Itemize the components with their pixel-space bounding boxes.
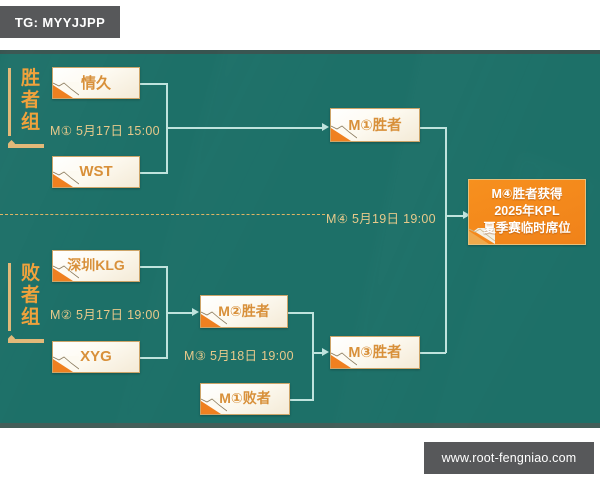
final-prize-line-3: 夏季赛临时席位 — [483, 220, 571, 235]
connector-losers-to-m2 — [166, 312, 192, 314]
team-box-klg[interactable]: 深圳KLG — [52, 250, 140, 282]
match-m4-caption: M④ 5月19日 19:00 — [326, 212, 436, 226]
torn-edge-icon — [53, 171, 79, 187]
match-m1-caption: M① 5月17日 15:00 — [50, 124, 160, 138]
connector-xyg-horizontal — [140, 357, 167, 359]
torn-edge-icon — [53, 82, 79, 98]
torn-edge-icon — [469, 228, 495, 244]
winners-label-char-3: 组 — [20, 112, 41, 133]
corner-fold-icon — [331, 125, 357, 141]
losers-label-vertical-bar — [8, 263, 11, 331]
background-texture-2 — [104, 50, 436, 428]
losers-label-underline — [8, 339, 44, 343]
winners-label-underline — [8, 144, 44, 148]
winners-label-vertical-bar — [8, 68, 11, 136]
connector-m1loser-out — [290, 399, 313, 401]
corner-fold-icon — [469, 228, 495, 244]
site-watermark-label: www.root-fengniao.com — [441, 451, 577, 465]
team-box-klg-label: 深圳KLG — [67, 257, 125, 273]
arrow-into-final-prize — [463, 211, 470, 219]
torn-edge-icon — [53, 356, 79, 372]
corner-fold-icon — [331, 352, 357, 368]
bracket-divider — [0, 214, 325, 215]
connector-wst-horizontal — [140, 172, 167, 174]
torn-edge-icon — [331, 352, 357, 368]
final-prize-line-1: M④胜者获得 — [491, 186, 563, 201]
connector-final-to-prize — [445, 215, 467, 217]
result-box-m1-loser-label: M①败者 — [219, 390, 271, 406]
result-box-m3-winner[interactable]: M③胜者 — [330, 336, 420, 369]
team-box-xyg[interactable]: XYG — [52, 341, 140, 373]
losers-label-char-3: 组 — [20, 307, 41, 328]
arrow-into-m1-winner — [322, 123, 329, 131]
connector-m2winner-out — [288, 312, 313, 314]
losers-bracket-label: 败 者 组 — [8, 263, 48, 343]
bracket-stage: 胜 者 组 败 者 组 M① 5月17日 15:00 M② 5月17日 19:0… — [0, 50, 600, 428]
result-box-m3-winner-label: M③胜者 — [348, 345, 402, 361]
stage-bottom-strip — [0, 423, 600, 428]
corner-fold-icon — [201, 311, 227, 327]
connector-klg-horizontal — [140, 266, 167, 268]
result-box-m2-winner-label: M②胜者 — [218, 302, 270, 319]
final-prize-line-2: 2025年KPL — [494, 203, 560, 218]
connector-m3winner-out — [420, 352, 446, 354]
corner-fold-icon — [53, 356, 79, 372]
corner-fold-icon — [53, 171, 79, 187]
match-m3-caption: M③ 5月18日 19:00 — [184, 349, 294, 363]
corner-fold-icon — [201, 398, 227, 414]
connector-bridge-to-m3 — [312, 352, 322, 354]
corner-fold-icon — [53, 82, 79, 98]
connector-final-vertical-bottom — [445, 215, 447, 353]
torn-edge-icon — [201, 311, 227, 327]
result-box-m1-winner-label: M①胜者 — [348, 117, 402, 134]
telegram-tag: TG: MYYJJPP — [0, 6, 120, 38]
result-box-m2-winner[interactable]: M②胜者 — [200, 295, 288, 328]
arrow-into-m3-winner — [322, 348, 329, 356]
stage-top-strip — [0, 50, 600, 54]
site-watermark: www.root-fengniao.com — [424, 442, 594, 474]
connector-qingjiu-horizontal — [140, 83, 167, 85]
connector-m1winner-out — [420, 127, 446, 129]
result-box-m1-loser[interactable]: M①败者 — [200, 383, 290, 415]
winners-label-char-1: 胜 — [20, 68, 41, 89]
match-m2-caption: M② 5月17日 19:00 — [50, 308, 160, 322]
connector-final-vertical-top — [445, 127, 447, 215]
losers-label-char-1: 败 — [20, 263, 41, 284]
team-box-qingjiu-label: 情久 — [80, 74, 111, 92]
losers-label-char-2: 者 — [20, 285, 41, 306]
telegram-tag-label: TG: MYYJJPP — [14, 14, 106, 30]
winners-label-char-2: 者 — [20, 90, 41, 111]
result-box-m1-winner[interactable]: M①胜者 — [330, 108, 420, 142]
winners-bracket-label: 胜 者 组 — [8, 68, 48, 148]
torn-edge-icon — [331, 125, 357, 141]
arrow-into-m2-winner — [192, 308, 199, 316]
corner-fold-icon — [53, 265, 79, 281]
team-box-qingjiu[interactable]: 情久 — [52, 67, 140, 99]
team-box-xyg-label: XYG — [80, 347, 112, 365]
final-prize-box[interactable]: M④胜者获得 2025年KPL 夏季赛临时席位 — [468, 179, 586, 245]
torn-edge-icon — [53, 265, 79, 281]
team-box-wst[interactable]: WST — [52, 156, 140, 188]
torn-edge-icon — [201, 398, 227, 414]
connector-winners-to-m1 — [166, 127, 322, 129]
connector-m3-bridge — [312, 312, 314, 401]
team-box-wst-label: WST — [79, 162, 113, 180]
